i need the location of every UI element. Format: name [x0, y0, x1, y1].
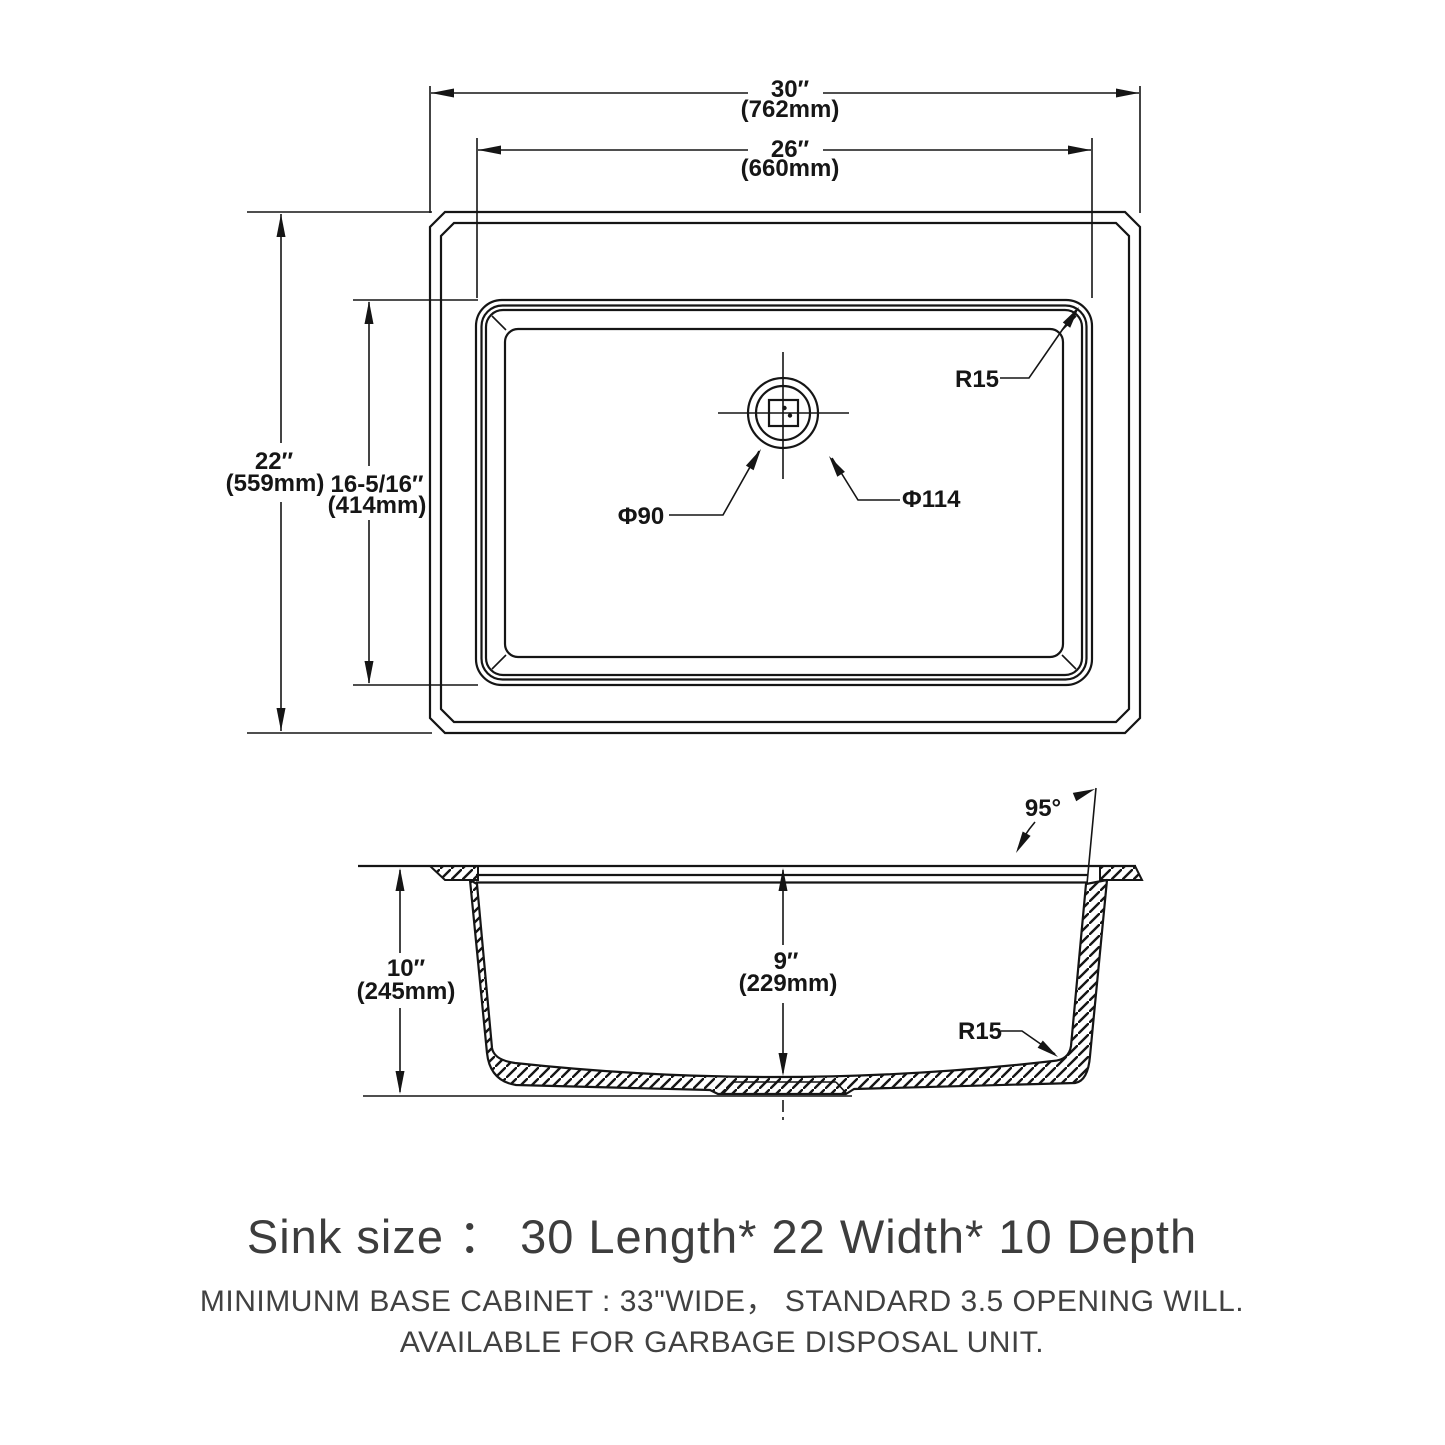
- bowl-edge-outer: [474, 298, 1094, 687]
- center-mark-dot: [782, 405, 787, 411]
- corner-radius-label: R15: [955, 366, 999, 393]
- angle-annotation: 95°: [1016, 787, 1097, 885]
- dim-22-inch: 22″: [255, 448, 294, 475]
- sink-shell-section: [468, 878, 1109, 1096]
- dim-10-inch: 10″: [387, 955, 426, 982]
- drain-inner-diameter-label: Φ90: [618, 503, 664, 530]
- arrowhead: [1016, 831, 1031, 853]
- dim-9-inch: 9″: [774, 948, 799, 975]
- arrowhead: [745, 449, 761, 471]
- drain-outer-diameter-label: Φ114: [902, 486, 961, 513]
- arrowhead: [1062, 307, 1079, 328]
- bottom-radius-label: R15: [958, 1018, 1002, 1045]
- dim-16-mm: (414mm): [328, 492, 427, 519]
- arrowhead: [1037, 1040, 1058, 1057]
- dim-9-mm: (229mm): [739, 970, 838, 997]
- bowl-bottom-edge: [503, 327, 1065, 659]
- dim-30-mm: (762mm): [741, 96, 840, 123]
- bowl-edge-inner: [484, 308, 1084, 677]
- dim-26-inch: 26″: [771, 136, 810, 163]
- dim-26-mm: (660mm): [741, 155, 840, 182]
- dim-30: 30″ (762mm): [429, 76, 1141, 213]
- dim-22-mm: (559mm): [226, 470, 325, 497]
- leader-phi114: Φ114: [829, 456, 961, 513]
- dim-9: 9″ (229mm): [739, 868, 838, 1076]
- caption: Sink size ： 30 Length* 22 Width* 10 Dept…: [200, 1210, 1244, 1359]
- dim-16-inch: 16-5/16″: [331, 471, 424, 498]
- dim-10-mm: (245mm): [357, 978, 456, 1005]
- caption-title: Sink size ： 30 Length* 22 Width* 10 Dept…: [247, 1210, 1197, 1263]
- leader-r15-section: R15: [958, 1018, 1058, 1057]
- leader-r15-top: R15: [955, 307, 1079, 393]
- top-view: Φ90 Φ114 R15 30″ (762mm): [226, 76, 1142, 735]
- drain-boss: [723, 1081, 847, 1094]
- arrowhead: [829, 456, 845, 477]
- arrowhead: [1072, 789, 1095, 802]
- leader-phi90: Φ90: [618, 449, 761, 530]
- wall-angle-label: 95°: [1025, 795, 1061, 822]
- right-flange: [1099, 865, 1144, 881]
- sink-rim-line: [439, 221, 1131, 724]
- dim-22: 22″ (559mm): [226, 211, 432, 734]
- dim-10: 10″ (245mm): [357, 868, 456, 1094]
- left-flange: [427, 865, 479, 881]
- sink-outer-edge: [428, 210, 1142, 735]
- dim-30-inch: 30″: [771, 76, 810, 103]
- bowl-edge-mid: [480, 304, 1088, 681]
- center-mark-dot: [787, 413, 793, 418]
- dim-16: 16-5/16″ (414mm): [328, 299, 478, 686]
- drain: [718, 352, 849, 479]
- section-view: 95° R15 10″ (245mm) 9″ (229mm): [357, 787, 1144, 1120]
- caption-note1: MINIMUNM BASE CABINET : 33"WIDE， STANDAR…: [200, 1285, 1244, 1318]
- dim-26: 26″ (660mm): [476, 136, 1093, 298]
- caption-note2: AVAILABLE FOR GARBAGE DISPOSAL UNIT.: [400, 1326, 1044, 1359]
